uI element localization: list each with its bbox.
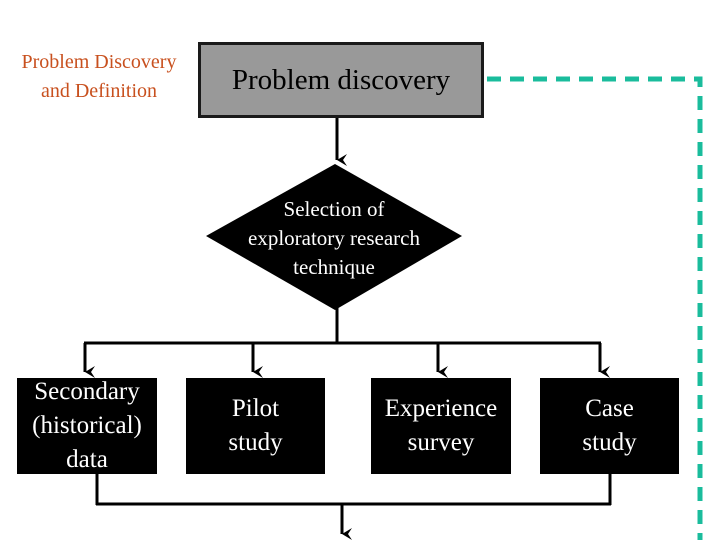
case-line-2: study bbox=[582, 429, 637, 456]
experience-survey-box: Experience survey bbox=[371, 378, 511, 474]
stage-label-line-1: Problem Discovery bbox=[21, 51, 177, 73]
secondary-line-1: Secondary bbox=[34, 378, 140, 405]
pilot-line-2: study bbox=[228, 429, 283, 456]
pilot-study-box: Pilot study bbox=[186, 378, 325, 474]
secondary-data-box: Secondary (historical) data bbox=[17, 378, 157, 474]
case-study-box: Case study bbox=[540, 378, 679, 474]
problem-discovery-box: Problem discovery bbox=[198, 42, 484, 118]
pilot-line-1: Pilot bbox=[231, 395, 280, 422]
stage-label: Problem Discovery and Definition bbox=[2, 48, 196, 106]
experience-line-1: Experience bbox=[384, 395, 498, 422]
selection-line-2: exploratory research bbox=[248, 226, 420, 250]
problem-discovery-label: Problem discovery bbox=[231, 63, 451, 96]
selection-diamond bbox=[206, 164, 462, 310]
selection-line-1: Selection of bbox=[283, 197, 385, 221]
experience-line-2: survey bbox=[407, 429, 475, 456]
stage-label-line-2: and Definition bbox=[40, 80, 158, 102]
selection-diamond-label: Selection of exploratory research techni… bbox=[210, 195, 458, 282]
secondary-line-3: data bbox=[66, 446, 108, 473]
dashed-feedback-line bbox=[487, 76, 703, 540]
case-line-1: Case bbox=[585, 395, 634, 422]
selection-line-3: technique bbox=[293, 255, 375, 279]
secondary-line-2: (historical) bbox=[32, 412, 142, 439]
